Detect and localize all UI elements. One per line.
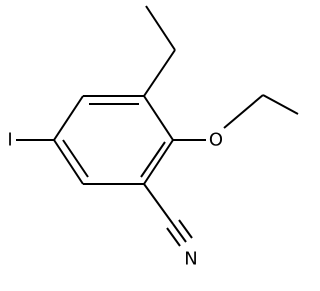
ring-bond-a6-a1: [53, 95, 84, 141]
chemical-structure: I O N: [7, 5, 299, 270]
iodine-atom-label: I: [7, 130, 12, 151]
ring-double-bond-right: [140, 141, 166, 178]
ethoxy-o-c-bond: [223, 94, 264, 129]
ring-bond-a3-a4: [143, 139, 174, 185]
nitrile-triple-bond-right: [178, 219, 193, 239]
ring-bond-a5-a6: [53, 139, 84, 185]
nitrile-single-bond: [143, 183, 174, 225]
nitrogen-atom-label: N: [184, 249, 197, 270]
oxygen-atom-label: O: [209, 130, 223, 151]
ethyl-bond-2: [145, 5, 176, 51]
ring-bond-a2-a3: [143, 95, 174, 141]
ethyl-bond-1: [143, 49, 176, 97]
nitrile-triple-bond-left: [166, 227, 181, 247]
ethoxy-c-c-bond: [262, 94, 299, 115]
ring-double-bond-left: [62, 139, 89, 178]
nitrile-triple-bond-center: [172, 223, 187, 243]
